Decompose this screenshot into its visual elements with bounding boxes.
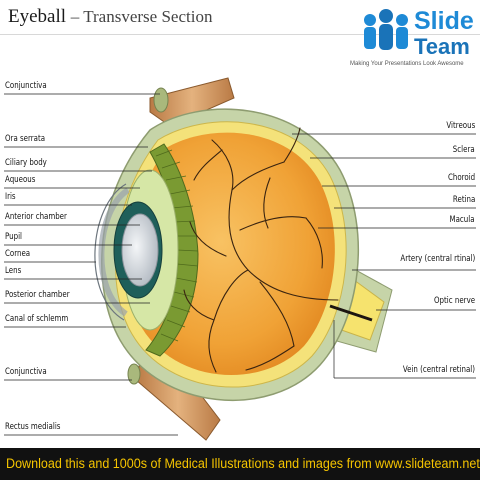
label-aqueous: Aqueous [5,175,36,185]
label-cornea: Cornea [5,249,31,259]
cornea-outline [94,183,127,321]
title-divider [0,34,480,35]
download-banner: Download this and 1000s of Medical Illus… [0,448,480,480]
label-optic-nerve: Optic nerve [433,296,475,306]
label-canal-of-schlemm: Canal of schlemm [5,314,69,324]
label-anterior-chamber: Anterior chamber [5,212,67,222]
title-sub: – Transverse Section [70,7,213,26]
slideteam-logo-icon [364,9,408,50]
retinal-vessels [183,127,339,373]
cornea [98,187,130,317]
label-retina: Retina [452,195,475,205]
central-retinal-vessel [329,304,373,322]
eyeball-diagram [4,77,476,441]
label-choroid: Choroid [447,173,475,183]
page-title: Eyeball – Transverse Section [8,6,212,28]
label-conjunctiva-top: Conjunctiva [5,81,47,91]
conjunctiva-bottom [127,363,141,385]
label-artery-central: Artery (central rtinal) [400,254,475,264]
title-main: Eyeball [8,6,67,27]
label-vitreous: Vitreous [446,121,475,131]
label-iris: Iris [5,192,16,202]
logo-word-slide: Slide [414,7,474,35]
label-vein-central: Vein (central retinal) [402,365,475,375]
download-banner-text[interactable]: Download this and 1000s of Medical Illus… [6,456,480,471]
label-ora-serrata: Ora serrata [5,134,46,144]
label-rectus-medialis: Rectus medialis [5,422,61,432]
label-conjunctiva-bottom: Conjunctiva [5,367,47,377]
label-pupil: Pupil [5,232,22,242]
conjunctiva-top [153,87,169,113]
logo-tagline: Making Your Presentations Look Awesome [350,61,464,67]
lens [121,213,159,287]
label-sclera: Sclera [453,145,475,155]
logo-word-team: Team [414,34,470,59]
label-ciliary-body: Ciliary body [5,158,47,168]
label-macula: Macula [449,215,475,225]
label-lens: Lens [5,266,22,276]
label-posterior-chamber: Posterior chamber [5,290,70,300]
